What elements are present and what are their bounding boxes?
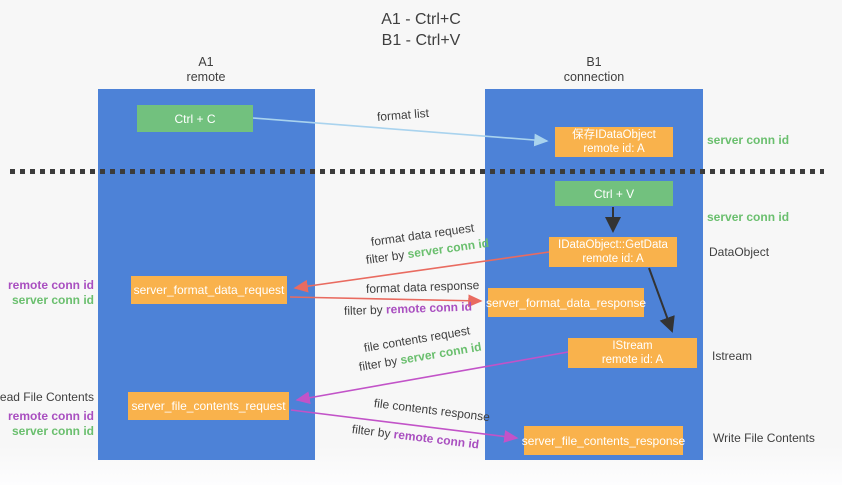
ctrl-v-label: Ctrl + V — [593, 186, 635, 201]
istream-line2: remote id: A — [601, 354, 664, 366]
dataobject-annotation: DataObject — [709, 245, 770, 259]
server-conn-id-annotation: server conn id — [11, 293, 94, 307]
remote-conn-id-annotation: remote conn id — [7, 409, 94, 423]
remote-conn-id-annotation: remote conn id — [7, 278, 94, 292]
format-data-request-arrow — [293, 251, 550, 293]
server-file-contents-response-node: server_file_contents_response — [521, 426, 686, 455]
format-list-arrow — [252, 117, 549, 147]
format-conn-id-annotations: remote conn id server conn id — [8, 278, 94, 308]
getdata-node: IDataObject::GetData remote id: A — [549, 237, 677, 267]
server-conn-id-annotation: server conn id — [11, 424, 94, 438]
title-line-2: B1 - Ctrl+V — [381, 32, 461, 49]
filter-by-text: filter by — [343, 302, 387, 318]
save-dataobject-node: 保存IDataObject remote id: A — [555, 127, 673, 157]
column-a-name: A1 — [198, 55, 214, 69]
phase-separator-dotted-line — [10, 169, 824, 174]
ctrl-v-node: Ctrl + V — [555, 181, 673, 206]
column-a-role: remote — [186, 70, 226, 84]
server-format-data-response-label: server_format_data_response — [485, 295, 647, 310]
diagram-title: A1 - Ctrl+C B1 - Ctrl+V — [0, 9, 842, 51]
getdata-to-istream-arrow — [648, 267, 675, 333]
server-format-data-response-node: server_format_data_response — [485, 288, 647, 317]
title-line-1: A1 - Ctrl+C — [381, 11, 461, 28]
istream-line1: IStream — [612, 340, 653, 352]
ctrl-c-node: Ctrl + C — [137, 105, 253, 132]
getdata-line1: IDataObject::GetData — [558, 239, 668, 251]
column-b-role: connection — [563, 70, 625, 84]
file-contents-response-arrow — [290, 409, 519, 443]
save-dataobject-line2: remote id: A — [583, 143, 645, 155]
server-conn-id-annotation-mid: server conn id — [707, 210, 790, 224]
write-file-contents-annotation: Write File Contents — [713, 431, 815, 445]
istream-node: IStream remote id: A — [568, 338, 697, 368]
server-file-contents-request-node: server_file_contents_request — [128, 392, 289, 420]
file-conn-id-annotations: remote conn id server conn id — [8, 409, 94, 439]
server-file-contents-response-label: server_file_contents_response — [521, 433, 686, 448]
column-a-header: A1 remote — [126, 55, 286, 85]
server-format-data-request-node: server_format_data_request — [131, 276, 287, 304]
istream-annotation: Istream — [712, 349, 753, 363]
read-file-contents-annotation: Read File Contents — [0, 390, 94, 404]
save-dataobject-line1: 保存IDataObject — [572, 129, 656, 141]
getdata-line2: remote id: A — [582, 253, 644, 265]
file-contents-request-arrow — [295, 351, 569, 405]
ctrl-c-label: Ctrl + C — [174, 111, 216, 126]
column-b-name: B1 — [586, 55, 602, 69]
server-conn-id-annotation-top: server conn id — [707, 133, 790, 147]
remote-conn-id-text: remote conn id — [385, 299, 473, 317]
server-file-contents-request-label: server_file_contents_request — [131, 399, 286, 413]
format-data-response-arrow — [289, 294, 483, 308]
server-format-data-request-label: server_format_data_request — [133, 283, 285, 297]
column-b-header: B1 connection — [514, 55, 674, 85]
